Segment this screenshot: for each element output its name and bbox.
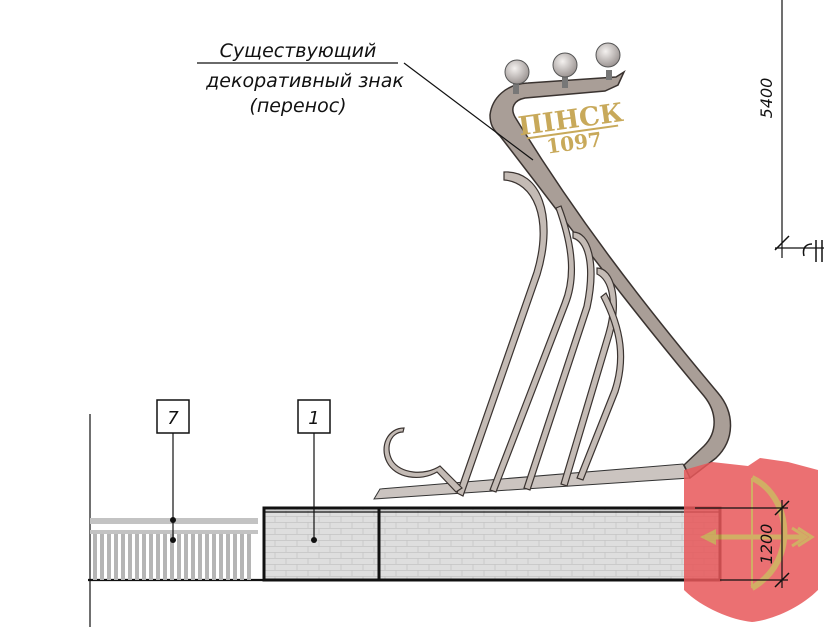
callout-fence-number: 7 (167, 408, 179, 429)
dimension-1200: 1200 (695, 500, 790, 588)
harp-string-2 (489, 205, 576, 493)
harp-string-5 (576, 292, 625, 481)
harp-sculpture: ПІНСК 1097 (373, 42, 732, 500)
annotation: Существующий декоративный знак (перенос) (197, 40, 534, 161)
plinth (262, 506, 722, 582)
dimension-5400-label: 5400 (757, 78, 776, 119)
harp-string-1 (456, 171, 548, 497)
lamp-1 (504, 59, 530, 94)
callout-plinth-number: 1 (308, 408, 319, 429)
offscreen-fragment (802, 240, 823, 262)
lamp-2 (552, 52, 578, 88)
annotation-line-3: (перенос) (249, 95, 346, 117)
pinsk-emblem (684, 458, 818, 622)
callout-fence: 7 (156, 399, 190, 543)
fence (90, 518, 258, 580)
harp-hook (383, 427, 463, 493)
harp-string-4 (560, 267, 617, 487)
bow-icon (750, 475, 788, 591)
harp-string-3 (523, 231, 595, 491)
annotation-line-1: Существующий (220, 40, 377, 62)
dimension-5400: 5400 (757, 0, 824, 262)
annotation-line-2: декоративный знак (205, 70, 404, 92)
dimension-1200-label: 1200 (757, 524, 776, 565)
callout-plinth: 1 (297, 399, 331, 543)
lamp-3 (595, 42, 621, 80)
